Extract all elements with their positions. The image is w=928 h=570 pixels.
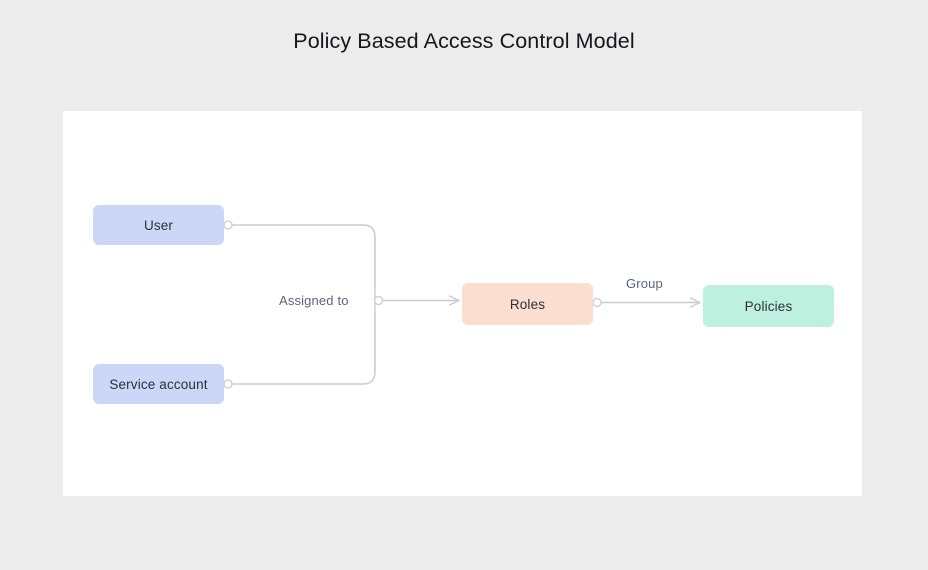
- node-roles-label: Roles: [509, 296, 546, 312]
- node-service-account[interactable]: Service account: [93, 364, 224, 404]
- connector-dot-user-out: [223, 220, 233, 230]
- node-service-account-label: Service account: [109, 376, 208, 392]
- page-title: Policy Based Access Control Model: [293, 29, 635, 53]
- connector-dot-junction: [373, 295, 384, 306]
- node-policies[interactable]: Policies: [703, 285, 834, 327]
- edge-label-assigned-to: Assigned to: [279, 293, 349, 308]
- node-user[interactable]: User: [93, 205, 224, 245]
- node-roles[interactable]: Roles: [462, 283, 593, 325]
- edge-label-group: Group: [626, 276, 663, 291]
- node-user-label: User: [143, 217, 174, 233]
- diagram-canvas: User Service account Roles Policies Assi…: [63, 111, 862, 496]
- connector-dot-service-account-out: [223, 379, 233, 389]
- edge-path-service-account-to-junction: [231, 312, 376, 385]
- node-policies-label: Policies: [744, 298, 793, 314]
- connector-dot-roles-out: [592, 297, 602, 308]
- connector-layer: [223, 220, 862, 389]
- edge-path-user-to-junction: [231, 224, 376, 289]
